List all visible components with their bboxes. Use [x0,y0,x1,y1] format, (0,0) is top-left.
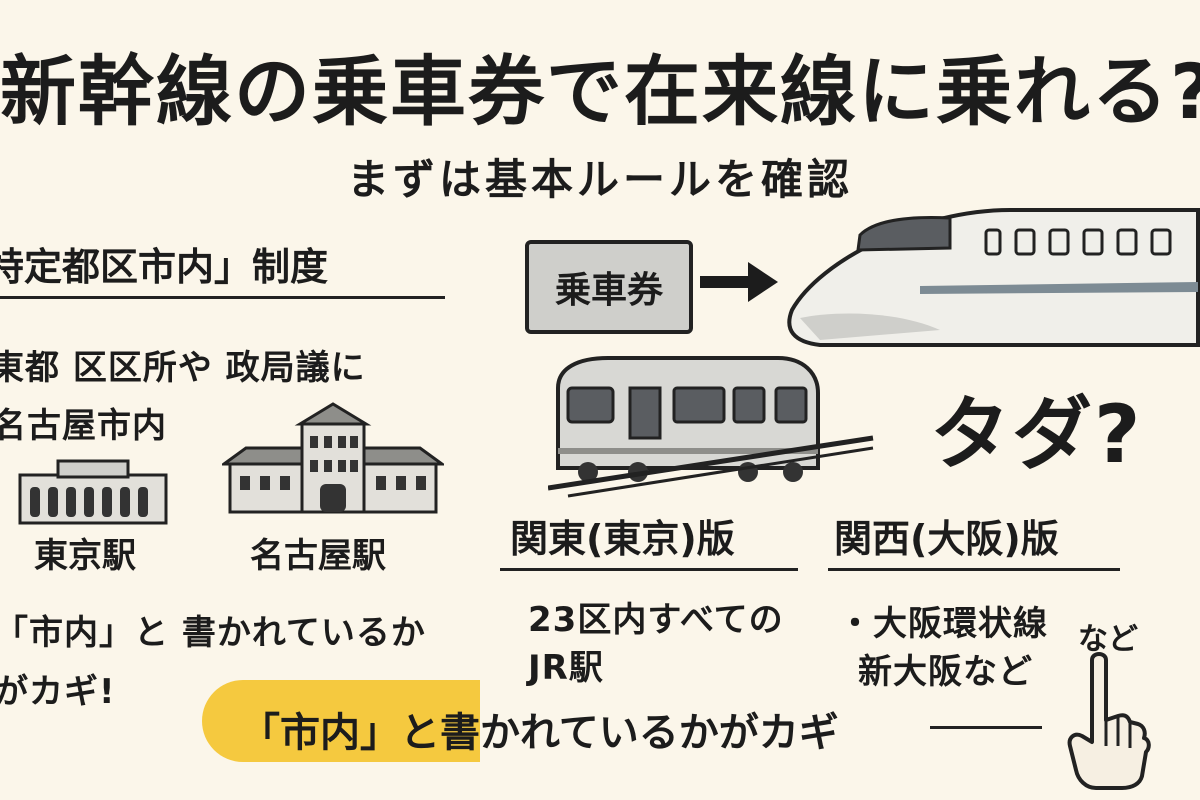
kansai-line-1: ・大阪環状線 [838,604,1048,644]
local-train-icon [548,356,874,498]
system-heading-underline [0,296,445,299]
kanto-underline [500,568,798,571]
kansai-nado: など [1078,622,1138,657]
bottom-dash [930,726,1042,729]
tokyo-station-label: 東京駅 [34,536,136,576]
bottom-key-text: 「市内」と書かれているかがカギ [240,710,839,756]
ticket-box: 乗車券 [525,240,693,334]
kansai-heading: 関西(大阪)版 [834,517,1059,561]
free-question: タダ? [930,388,1143,481]
kanto-line-2: JR駅 [528,648,604,688]
key-line-1: 「市内」と 書かれているか [0,613,426,653]
kansai-line-2: 新大阪など [858,652,1033,692]
shinkansen-icon [787,208,1200,347]
arrow-right-icon [700,262,778,302]
left-line-1: 東都 区区所や 政局議に [0,348,366,388]
nagoya-station-icon [222,402,444,514]
tokyo-station-icon [18,459,168,525]
kansai-underline [828,568,1120,571]
key-line-2: がカギ! [0,672,116,712]
page-subtitle: まずは基本ルールを確認 [346,155,853,204]
kanto-line-1: 23区内すべての [528,600,784,640]
nagoya-station-label: 名古屋駅 [250,536,386,576]
pointing-hand-icon [1067,652,1151,790]
key-highlight [202,680,480,762]
kanto-heading: 関東(東京)版 [510,517,735,561]
page-title: 新幹線の乗車券で在来線に乗れる? [0,47,1200,136]
system-heading: 特定都区市内」制度 [0,245,329,289]
left-line-2: 名古屋市内 [0,406,167,446]
